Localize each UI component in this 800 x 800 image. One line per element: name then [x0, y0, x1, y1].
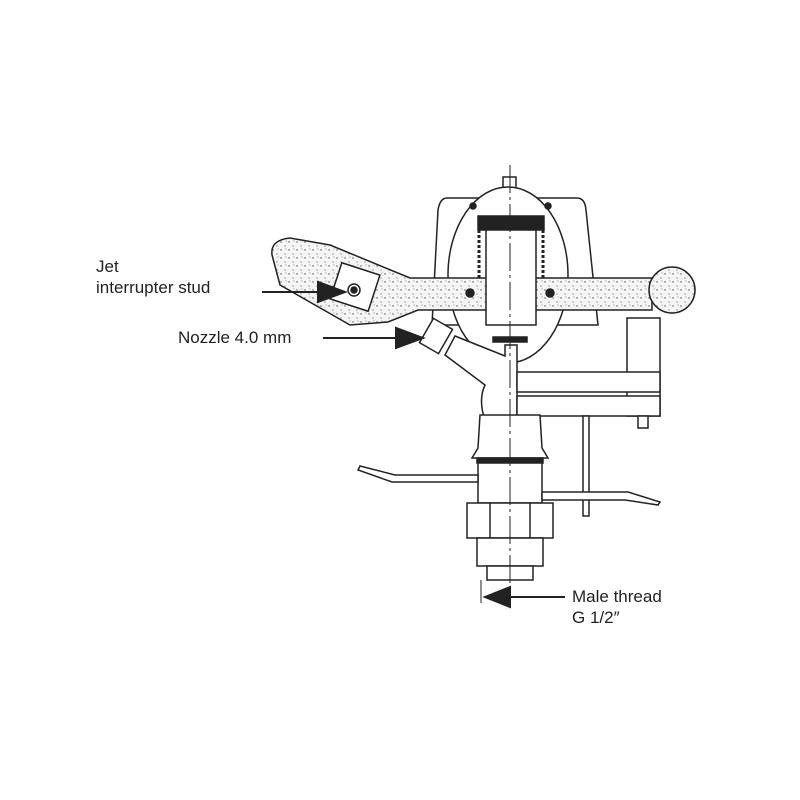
- jet-arrow: [317, 280, 348, 304]
- label-jet-line1: Jet: [96, 257, 119, 276]
- label-jet-line2: interrupter stud: [96, 278, 211, 297]
- thread-arrow: [482, 585, 511, 609]
- nozzle-arrow: [395, 326, 426, 350]
- deflector-right: [541, 491, 662, 506]
- counterweight-ball: [648, 266, 696, 314]
- label-thread-line2: G 1/2″: [572, 608, 620, 627]
- label-thread-line1: Male thread: [572, 587, 662, 606]
- label-jet-interrupter: Jet interrupter stud: [96, 256, 210, 298]
- piston: [485, 229, 537, 326]
- nozzle: [418, 317, 454, 355]
- label-nozzle: Nozzle 4.0 mm: [178, 328, 292, 347]
- spring-top: [477, 215, 545, 231]
- deflector-left: [356, 465, 479, 483]
- nozzle-body: [444, 335, 518, 421]
- label-male-thread: Male thread G 1/2″: [572, 586, 662, 628]
